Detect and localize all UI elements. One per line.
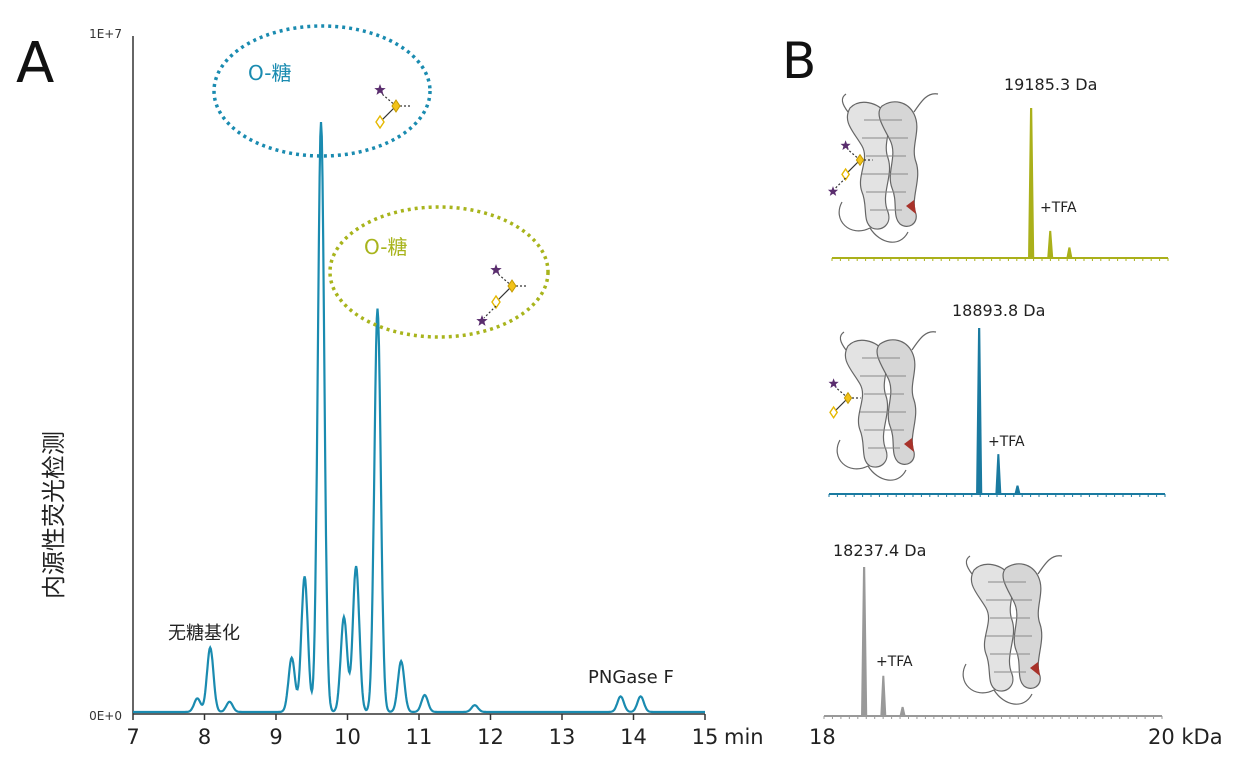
galactose-icon bbox=[491, 294, 501, 310]
peak-mass-label: 18893.8 Da bbox=[952, 301, 1045, 320]
panel-b: B 19185.3 Da +TFA 18893.8 Da +TFA 18237.4 Da +… bbox=[782, 32, 1223, 749]
chromatogram-trace bbox=[133, 122, 705, 714]
sialic-acid-icon bbox=[840, 140, 851, 150]
galnac-icon bbox=[507, 279, 517, 293]
spectrum-peak bbox=[995, 454, 1002, 495]
spectrum-peak bbox=[976, 327, 983, 495]
x-tick-label: 8 bbox=[198, 725, 211, 749]
spectrum-peak bbox=[880, 675, 887, 717]
glycan-bond bbox=[497, 273, 513, 287]
galactose-icon bbox=[829, 405, 839, 420]
x-tick-label: 13 bbox=[549, 725, 576, 749]
sialic-acid-icon bbox=[828, 378, 839, 388]
panel-label-b: B bbox=[782, 32, 816, 90]
glycan-bond bbox=[847, 148, 861, 161]
glycan-bond bbox=[835, 386, 849, 399]
sialic-acid-icon bbox=[476, 315, 488, 326]
galnac-icon bbox=[391, 99, 401, 113]
protein-structure-icon bbox=[836, 331, 937, 481]
ellipse-label-1: O-糖 bbox=[248, 61, 292, 85]
x-tick-label: 7 bbox=[126, 725, 139, 749]
annotation-no-glycosylation: 无糖基化 bbox=[168, 623, 240, 644]
x-unit-label: min bbox=[724, 725, 764, 749]
annotation-pngase-f: PNGase F bbox=[588, 667, 674, 688]
ellipse-label-2: O-糖 bbox=[364, 235, 408, 259]
protein-structure-icon bbox=[962, 555, 1063, 705]
spectrum-peak bbox=[1014, 485, 1021, 495]
glycan-bond bbox=[381, 93, 397, 107]
ellipse-o-glycan-2 bbox=[328, 205, 550, 339]
peak-mass-label: 18237.4 Da bbox=[833, 541, 926, 560]
x-tick-label: 10 bbox=[334, 725, 361, 749]
y-axis-label: 内源性荧光检测 bbox=[40, 431, 68, 599]
galactose-icon bbox=[841, 167, 851, 182]
spectrum-peak bbox=[1066, 247, 1073, 259]
panel-label-a: A bbox=[16, 31, 54, 96]
x-start-label: 18 bbox=[809, 725, 836, 749]
peak-mass-label: 19185.3 Da bbox=[1004, 75, 1097, 94]
y-tick-label: 0E+0 bbox=[89, 709, 122, 723]
x-tick-label: 14 bbox=[620, 725, 647, 749]
spectrum-peak bbox=[1047, 230, 1054, 259]
protein-structure-shape bbox=[836, 331, 937, 481]
x-tick-label: 9 bbox=[269, 725, 282, 749]
ellipse-o-glycan-1 bbox=[212, 24, 432, 158]
protein-structure-shape bbox=[962, 555, 1063, 705]
sialic-acid-icon bbox=[374, 84, 386, 95]
glycan-bond bbox=[834, 177, 847, 190]
y-tick-label: 1E+7 bbox=[89, 27, 122, 41]
protein-structure-shape bbox=[838, 93, 939, 243]
tfa-adduct-label: +TFA bbox=[1040, 200, 1077, 216]
galnac-icon bbox=[843, 391, 853, 405]
x-tick-label: 11 bbox=[406, 725, 433, 749]
spectrum-peak bbox=[899, 706, 906, 717]
spectrum-peak bbox=[1028, 107, 1035, 259]
galactose-icon bbox=[375, 114, 385, 130]
galnac-icon bbox=[855, 153, 865, 167]
tfa-adduct-label: +TFA bbox=[876, 654, 913, 670]
tfa-adduct-label: +TFA bbox=[988, 434, 1025, 450]
sialic-acid-icon bbox=[490, 264, 502, 275]
x-tick-label: 12 bbox=[477, 725, 504, 749]
protein-structure-icon bbox=[838, 93, 939, 243]
glycan-bond bbox=[483, 305, 497, 319]
x-end-label: 20 kDa bbox=[1148, 725, 1223, 749]
spectrum-peak bbox=[861, 566, 868, 717]
sialic-acid-icon bbox=[827, 186, 839, 196]
x-tick-label: 15 bbox=[692, 725, 719, 749]
